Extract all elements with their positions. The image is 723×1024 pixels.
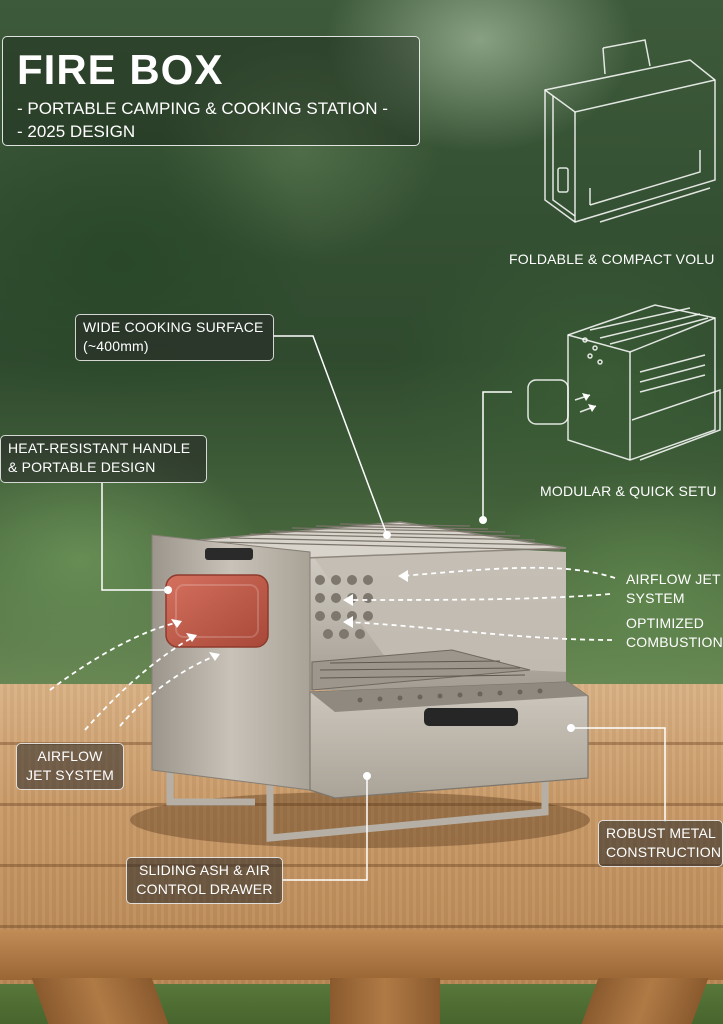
- table-leg-center: [330, 978, 440, 1024]
- optimized-combustion-caption: OPTIMIZED COMBUSTION: [626, 615, 723, 650]
- heat-resistant-handle: [165, 574, 269, 648]
- drawer-pull-handle: [424, 708, 518, 726]
- airflow-left-label: AIRFLOW JET SYSTEM: [16, 743, 124, 790]
- foldable-caption: FOLDABLE & COMPACT VOLU: [509, 251, 715, 267]
- product-shadow: [130, 792, 590, 848]
- modular-setup-sketch: [527, 304, 721, 461]
- handle-label: HEAT-RESISTANT HANDLE & PORTABLE DESIGN: [0, 435, 207, 483]
- cooking-surface-label: WIDE COOKING SURFACE (~400mm): [75, 314, 274, 361]
- modular-caption: MODULAR & QUICK SETU: [540, 483, 717, 499]
- title-panel: FIRE BOX - PORTABLE CAMPING & COOKING ST…: [2, 36, 420, 146]
- airflow-arrows: [49, 566, 616, 731]
- leader-dots: [164, 516, 575, 780]
- left-side-panel: [151, 534, 311, 791]
- page-title: FIRE BOX: [17, 46, 224, 93]
- foldable-case-sketch: [544, 39, 716, 223]
- leader-lines: [101, 335, 666, 881]
- subtitle-line-1: - PORTABLE CAMPING & COOKING STATION -: [17, 99, 388, 118]
- robust-metal-label: ROBUST METAL CONSTRUCTION: [598, 820, 723, 867]
- subtitle-line-2: - 2025 DESIGN: [17, 122, 136, 141]
- drawer-label: SLIDING ASH & AIR CONTROL DRAWER: [126, 857, 283, 904]
- airflow-holes: [315, 575, 373, 639]
- cooking-grill-lower: [311, 649, 531, 691]
- wooden-table-edge: [0, 930, 723, 980]
- grill-bars: [214, 523, 561, 551]
- airflow-right-caption: AIRFLOW JET SYSTEM: [626, 571, 721, 606]
